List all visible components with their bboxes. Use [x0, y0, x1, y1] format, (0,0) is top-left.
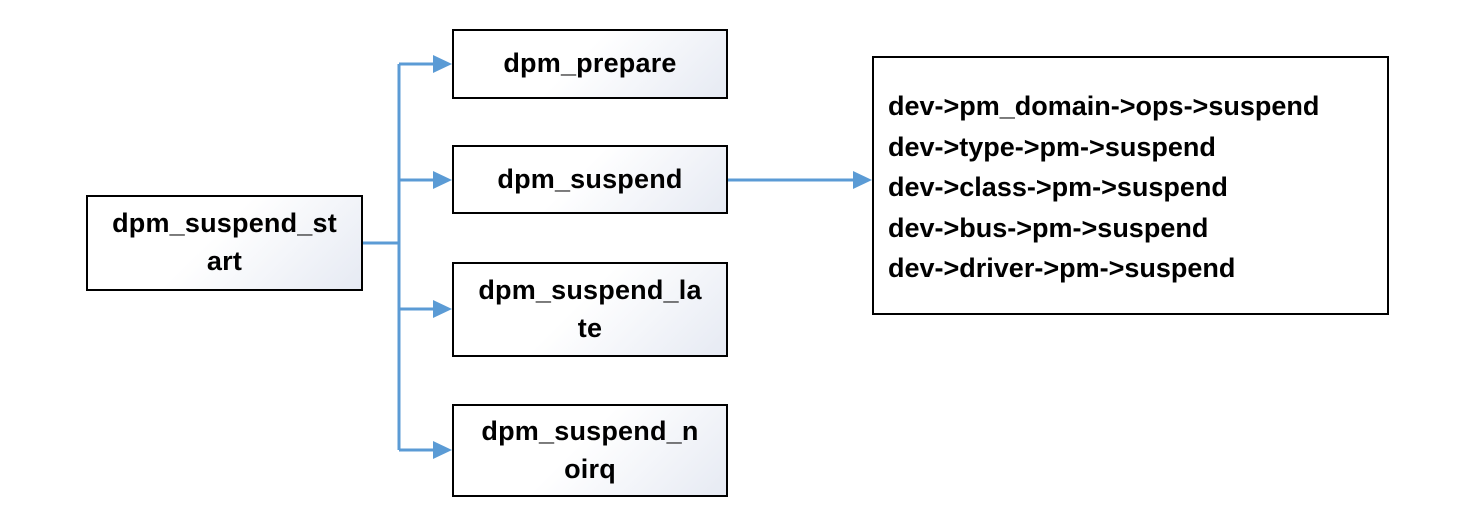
node-dpm-suspend-start: dpm_suspend_st art	[86, 195, 363, 291]
arrowhead-late	[433, 300, 452, 318]
arrowhead-prepare	[433, 55, 452, 73]
callback-class: dev->class->pm->suspend	[888, 172, 1228, 202]
arrowhead-callbacks	[853, 171, 872, 189]
arrowhead-suspend	[433, 171, 452, 189]
node-dpm-suspend-noirq: dpm_suspend_n oirq	[452, 404, 728, 497]
node-suspend-callbacks: dev->pm_domain->ops->suspend dev->type->…	[872, 56, 1389, 315]
callback-driver: dev->driver->pm->suspend	[888, 253, 1236, 283]
node-dpm-prepare-label: dpm_prepare	[503, 48, 677, 79]
node-dpm-suspend-late-line-1: dpm_suspend_la	[478, 274, 702, 305]
node-dpm-suspend-noirq-line-2: oirq	[564, 453, 616, 484]
callback-type: dev->type->pm->suspend	[888, 131, 1216, 162]
callback-bus: dev->bus->pm->suspend	[888, 212, 1209, 243]
node-dpm-prepare: dpm_prepare	[452, 29, 728, 99]
node-dpm-suspend-late-line-2: te	[577, 312, 603, 343]
node-dpm-suspend-noirq-line-1: dpm_suspend_n	[481, 415, 699, 446]
node-dpm-suspend-start-line-1: dpm_suspend_st	[112, 208, 337, 239]
node-dpm-suspend-label: dpm_suspend	[497, 163, 683, 194]
arrowhead-noirq	[433, 441, 452, 459]
callback-pm-domain: dev->pm_domain->ops->suspend	[888, 91, 1320, 121]
node-dpm-suspend: dpm_suspend	[452, 145, 728, 214]
node-dpm-suspend-late: dpm_suspend_la te	[452, 262, 728, 357]
node-dpm-suspend-start-line-2: art	[206, 246, 243, 276]
